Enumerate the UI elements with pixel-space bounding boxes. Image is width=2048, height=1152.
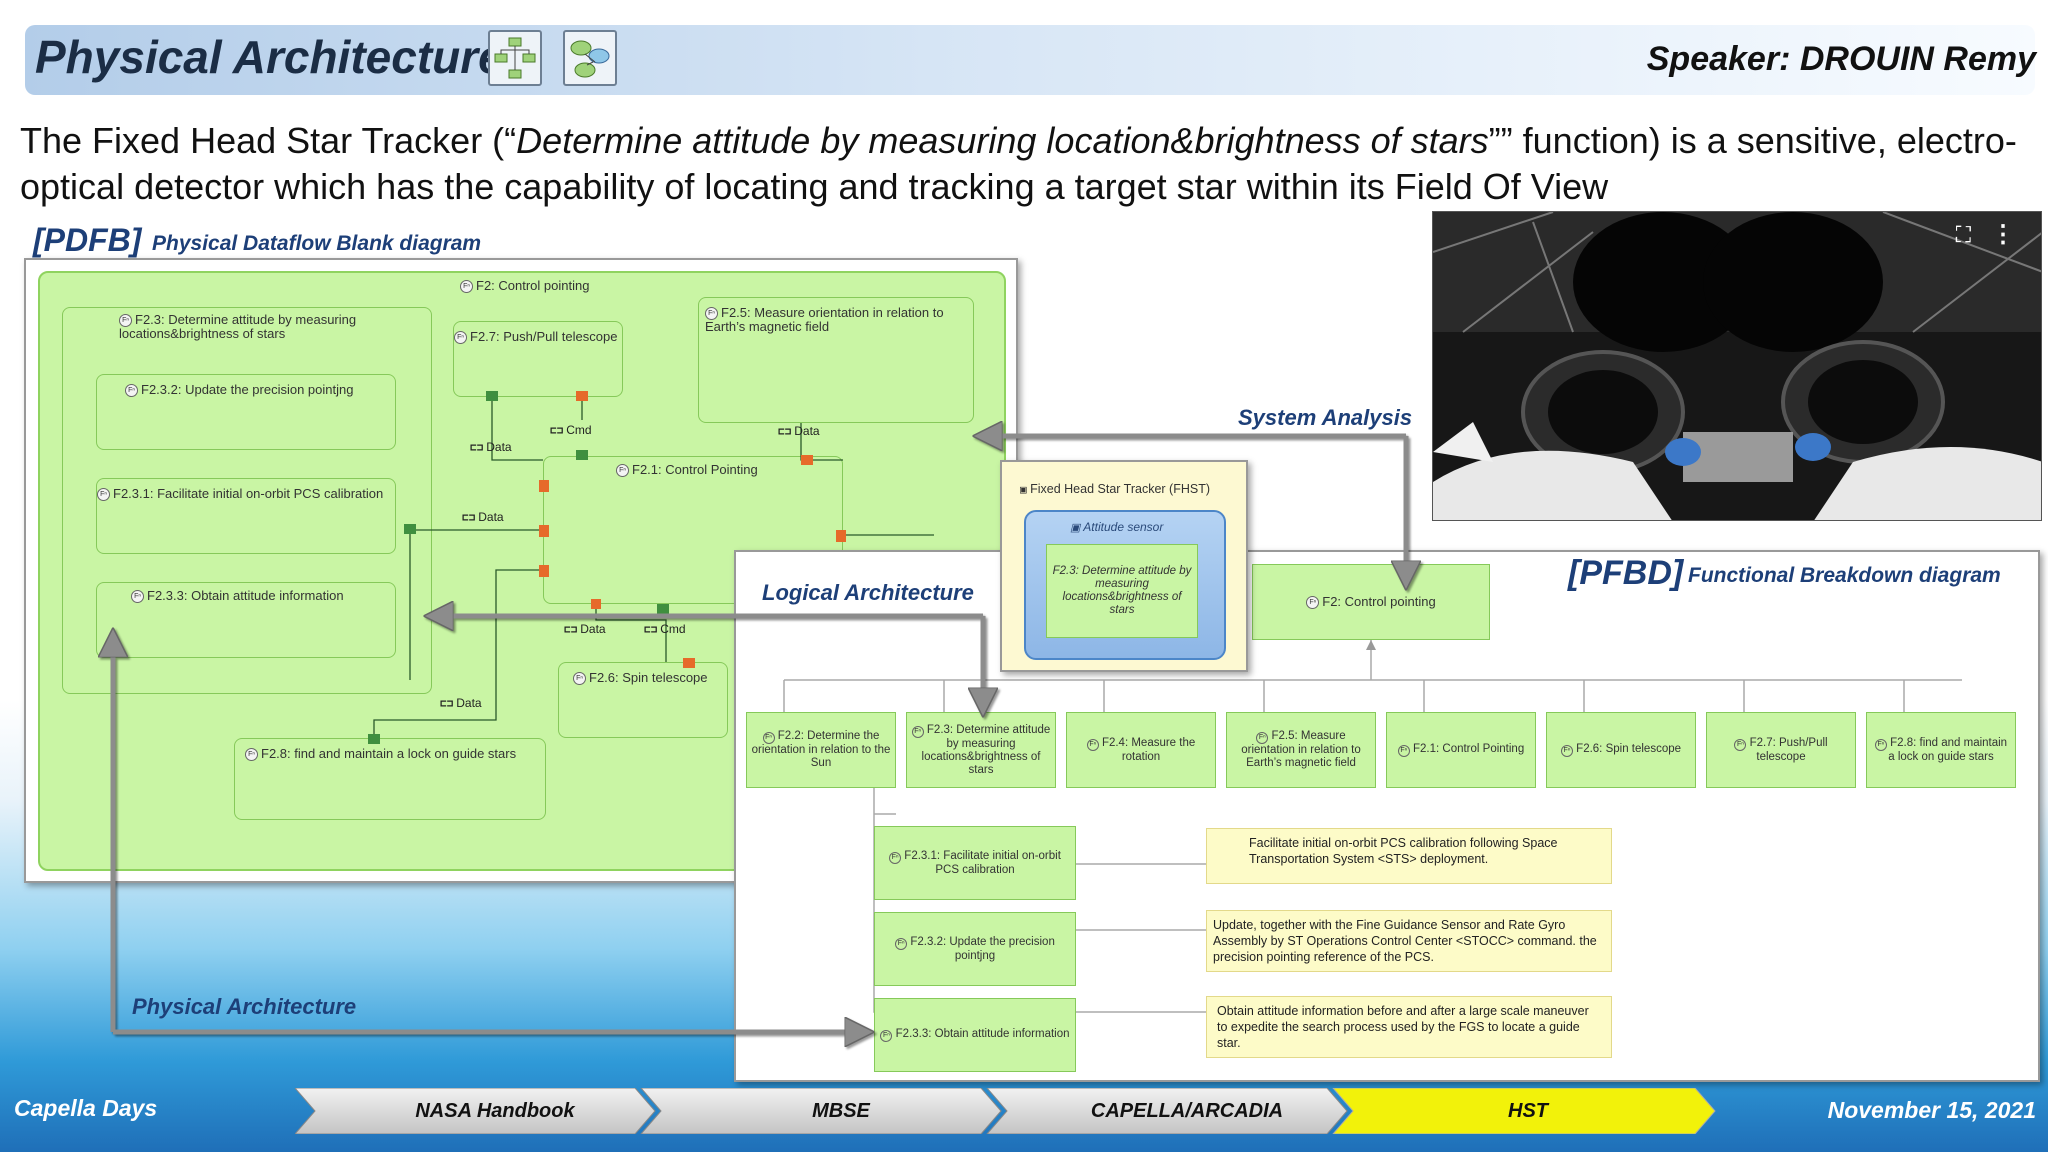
dataflow-diagram-icon[interactable] xyxy=(563,30,617,86)
note-f232: Update, together with the Fine Guidance … xyxy=(1206,910,1612,972)
footer-event-name: Capella Days xyxy=(14,1095,158,1121)
pfbd-diagram-panel: [PFBD] Functional Breakdown diagram Logi… xyxy=(734,550,2040,1082)
logical-architecture-label: Logical Architecture xyxy=(762,580,974,605)
breadcrumb-nasa-handbook[interactable]: NASA Handbook xyxy=(415,1099,575,1122)
dataflow-connectors xyxy=(368,391,934,744)
system-analysis-label: System Analysis xyxy=(1238,405,1413,430)
pfbd-child-f22[interactable]: Fⁿ F2.2: Determine the orientation in re… xyxy=(746,712,896,788)
intro-text-end: ”” function) is a sensitive, electro-opt… xyxy=(20,120,2017,207)
flow-cmd-2: ⊏⊐Cmd xyxy=(644,622,686,636)
pfbd-child-f27[interactable]: Fⁿ F2.7: Push/Pull telescope xyxy=(1706,712,1856,788)
breadcrumb-capella-arcadia[interactable]: CAPELLA/ARCADIA xyxy=(1090,1099,1284,1122)
fhst-function-f23[interactable]: F2.3: Determine attitude by measuring lo… xyxy=(1046,544,1198,638)
flow-data-4: ⊏⊐Data xyxy=(564,622,606,636)
flow-data-1: ⊏⊐Data xyxy=(470,440,512,454)
page-title: Physical Architecture xyxy=(35,31,504,83)
title-bar xyxy=(25,25,2035,95)
intro-paragraph: The Fixed Head Star Tracker (“Determine … xyxy=(20,118,2040,210)
function-icon: Fⁿ xyxy=(460,280,473,294)
star-tracker-photo: ⛶ ⋮ xyxy=(1432,211,2042,521)
attitude-sensor-label: ▣ Attitude sensor xyxy=(1070,520,1164,534)
pdfb-tag: [PDFB] xyxy=(33,222,142,258)
pfbd-sub-f233[interactable]: Fⁿ F2.3.3: Obtain attitude information xyxy=(874,998,1076,1072)
flow-cmd-1: ⊏⊐Cmd xyxy=(550,423,592,437)
intro-function-name: Determine attitude by measuring location… xyxy=(516,120,1489,161)
pfbd-label: Functional Breakdown diagram xyxy=(1688,564,2001,587)
breadcrumb-hst[interactable]: HST xyxy=(1508,1099,1548,1122)
speaker-name: Speaker: DROUIN Remy xyxy=(1646,40,2036,78)
breadcrumb-chevrons xyxy=(295,1088,1716,1134)
breakdown-tree-lines xyxy=(783,640,1962,1013)
pfbd-child-f26[interactable]: Fⁿ F2.6: Spin telescope xyxy=(1546,712,1696,788)
intro-text-start: The Fixed Head Star Tracker (“ xyxy=(20,120,517,161)
pfbd-child-f21[interactable]: Fⁿ F2.1: Control Pointing xyxy=(1386,712,1536,788)
breadcrumb-mbse[interactable]: MBSE xyxy=(812,1099,870,1122)
fhst-component[interactable]: ▣ Fixed Head Star Tracker (FHST) ▣ Attit… xyxy=(1000,460,1248,672)
more-options-icon[interactable]: ⋮ xyxy=(1991,221,2015,248)
footer-date: November 15, 2021 xyxy=(1827,1097,2036,1123)
pdfb-label: Physical Dataflow Blank diagram xyxy=(152,232,482,255)
attitude-sensor-box[interactable]: ▣ Attitude sensor F2.3: Determine attitu… xyxy=(1024,510,1226,660)
pfbd-sub-f231[interactable]: Fⁿ F2.3.1: Facilitate initial on-orbit P… xyxy=(874,826,1076,900)
flow-data-3: ⊏⊐Data xyxy=(462,510,504,524)
physical-architecture-label: Physical Architecture xyxy=(132,994,357,1019)
pfbd-child-f28[interactable]: Fⁿ F2.8: find and maintain a lock on gui… xyxy=(1866,712,2016,788)
flow-data-2: ⊏⊐Data xyxy=(778,424,820,438)
pfbd-child-f24[interactable]: Fⁿ F2.4: Measure the rotation xyxy=(1066,712,1216,788)
note-f233: Obtain attitude information before and a… xyxy=(1206,996,1612,1058)
pfbd-tag: [PFBD] xyxy=(1568,554,1684,592)
flow-data-5: ⊏⊐Data xyxy=(440,696,482,710)
expand-icon[interactable]: ⛶ xyxy=(1955,222,1971,247)
pfbd-sub-f232[interactable]: Fⁿ F2.3.2: Update the precision pointjng xyxy=(874,912,1076,986)
pfbd-child-f23[interactable]: Fⁿ F2.3: Determine attitude by measuring… xyxy=(906,712,1056,788)
pfbd-child-f25[interactable]: Fⁿ F2.5: Measure orientation in relation… xyxy=(1226,712,1376,788)
note-f231: Facilitate initial on-orbit PCS calibrat… xyxy=(1206,828,1612,884)
fhst-label: ▣ Fixed Head Star Tracker (FHST) xyxy=(1020,482,1211,496)
breakdown-diagram-icon[interactable] xyxy=(488,30,542,86)
